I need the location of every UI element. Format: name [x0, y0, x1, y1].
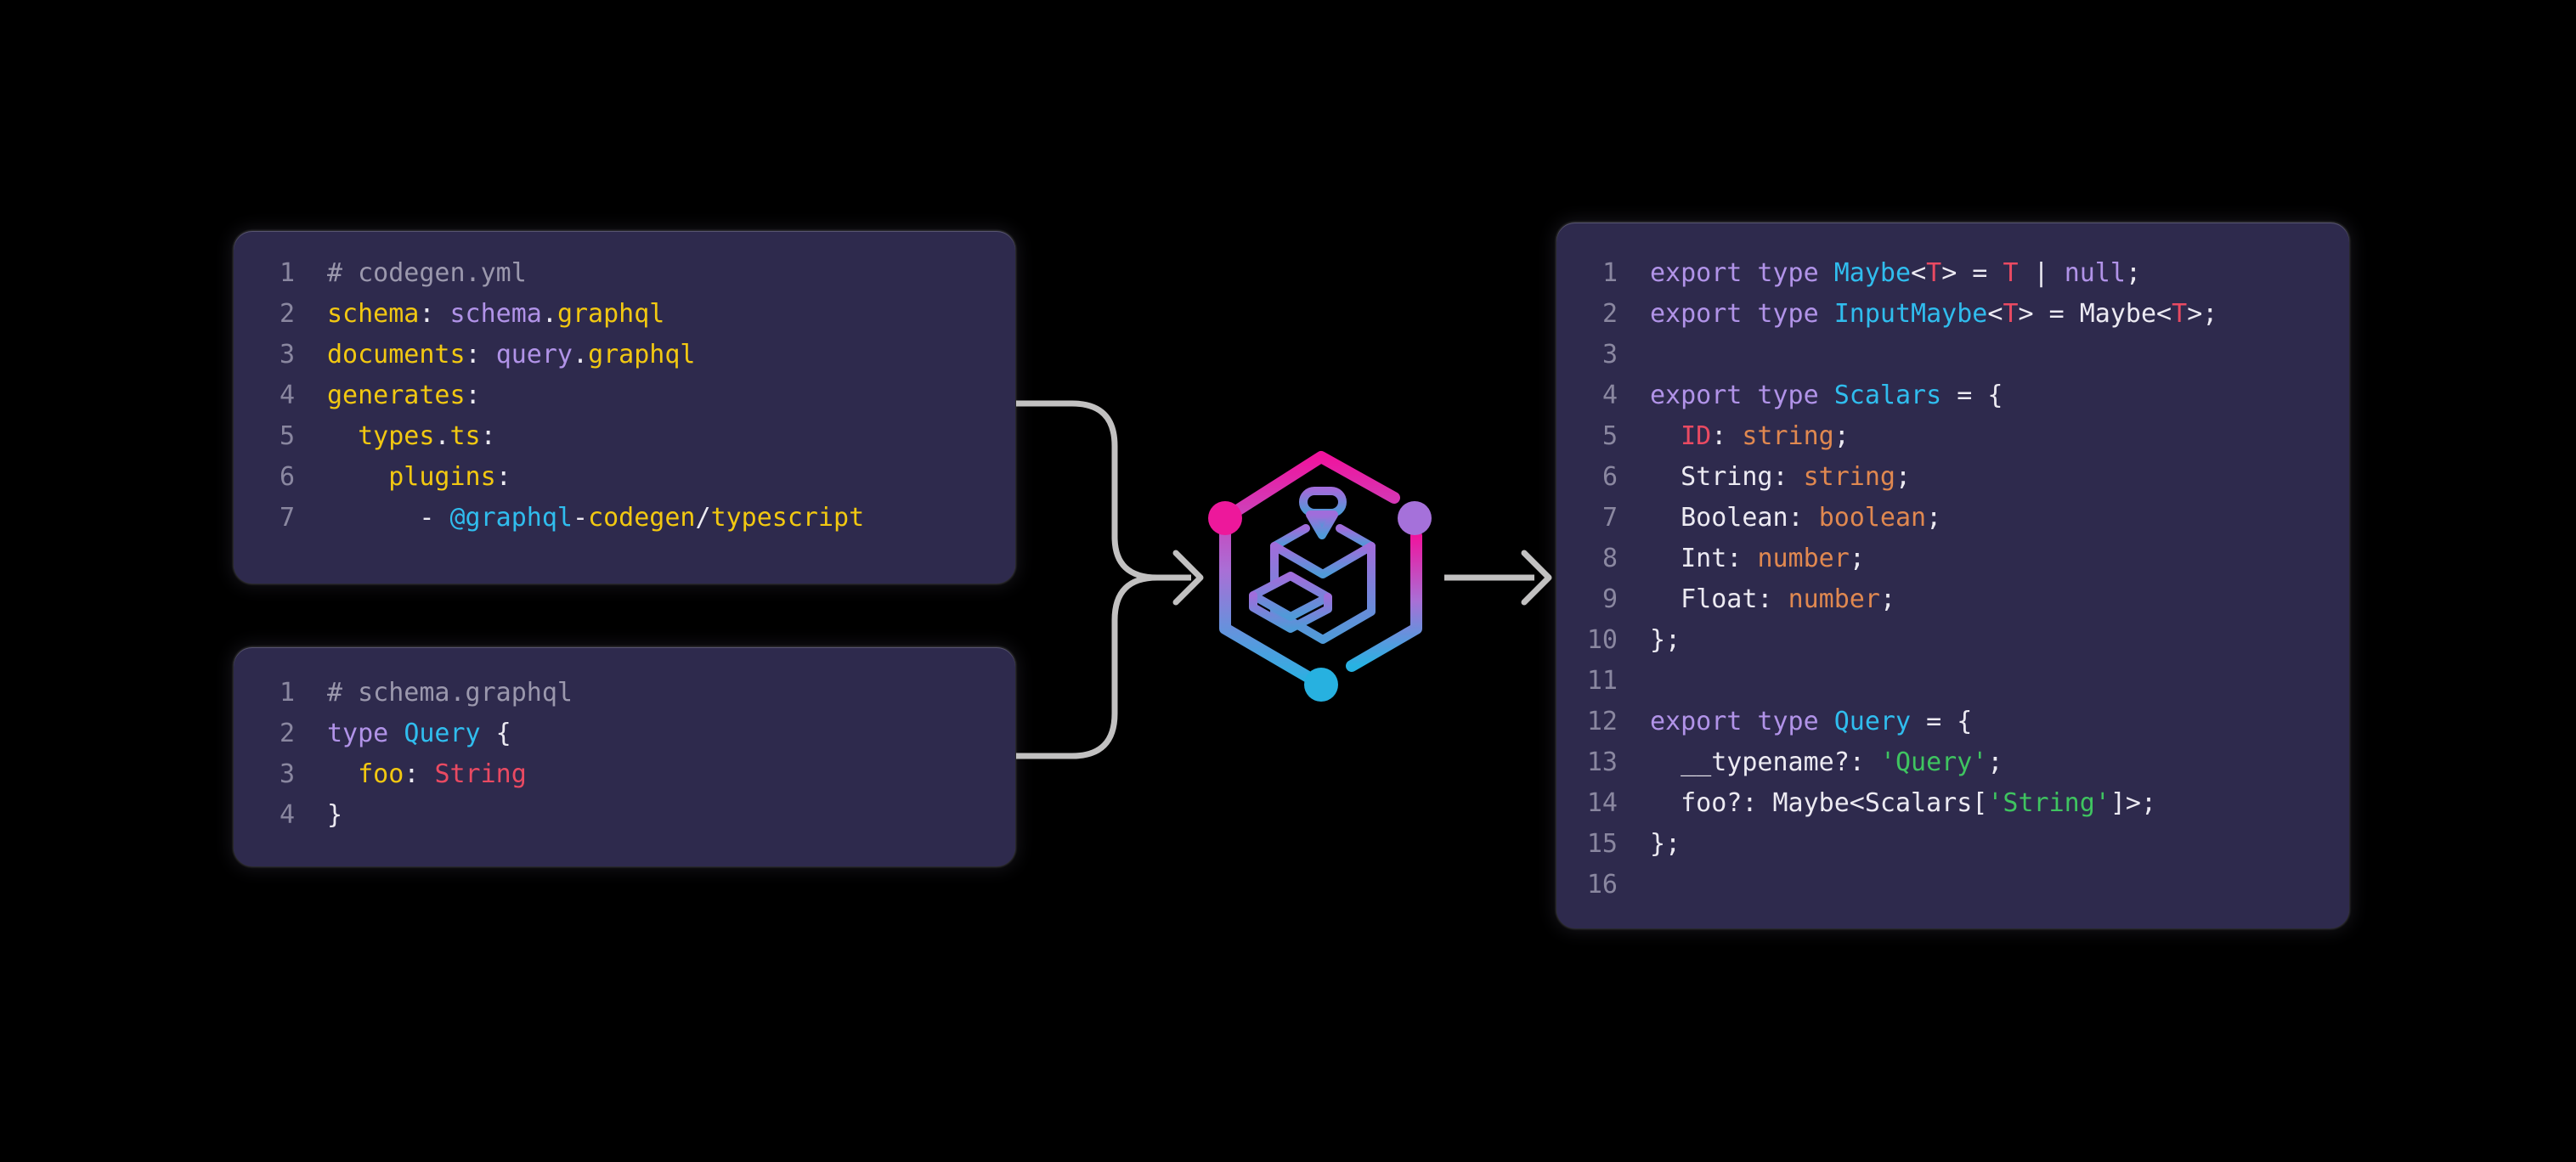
arrowhead-into-logo-icon [1172, 550, 1204, 606]
code-line: 6 String: string; [1567, 457, 2349, 498]
code-text: export type Query = { [1650, 707, 1973, 736]
code-text: }; [1650, 829, 1681, 859]
code-line: 8 Int: number; [1567, 539, 2349, 579]
code-text: Int: number; [1650, 544, 1865, 573]
code-text: foo?: Maybe<Scalars['String']>; [1650, 788, 2157, 818]
code-line: 16 [1567, 865, 2349, 905]
code-text: schema: schema.graphql [327, 299, 665, 329]
code-text: Float: number; [1650, 584, 1895, 614]
code-line: 11 [1567, 661, 2349, 702]
generated-typescript-card: 1 export type Maybe<T> = T | null; 2 export… [1556, 223, 2349, 928]
code-text: generates: [327, 381, 481, 410]
code-line: 5 ID: string; [1567, 416, 2349, 457]
line-number: 12 [1586, 707, 1618, 736]
arrowhead-into-output-icon [1521, 550, 1552, 606]
code-text: type Query { [327, 719, 511, 748]
line-number: 3 [1602, 340, 1618, 369]
line-number: 8 [1602, 544, 1618, 573]
code-line: 1 # codegen.yml [244, 253, 1015, 294]
code-line: 4} [244, 795, 1015, 836]
line-number: 3 [279, 759, 295, 789]
line-number: 10 [1586, 625, 1618, 655]
line-number: 7 [279, 503, 295, 533]
code-text: - @graphql-codegen/typescript [327, 503, 865, 533]
line-number: 7 [1602, 503, 1618, 533]
codegen-yml-code: 1 # codegen.yml 2 schema: schema.graphql 3 do… [234, 231, 1015, 539]
schema-graphql-card: 1 # schema.graphql 2 type Query { 3 foo: Str… [234, 647, 1015, 866]
codegen-yml-card: 1 # codegen.yml 2 schema: schema.graphql 3 do… [234, 231, 1015, 584]
line-number: 11 [1586, 666, 1618, 696]
logo-dot-pink [1208, 501, 1242, 535]
line-number: 4 [279, 800, 295, 830]
code-text: types.ts: [358, 421, 496, 451]
code-text: Boolean: boolean; [1650, 503, 1942, 533]
code-text: __typename?: 'Query'; [1650, 747, 2003, 777]
line-number: 6 [279, 462, 295, 492]
code-line: 7 - @graphql-codegen/typescript [244, 498, 1015, 539]
code-text: ID: string; [1681, 421, 1850, 451]
line-number: 4 [1602, 381, 1618, 410]
code-line: 3 documents: query.graphql [244, 335, 1015, 375]
code-text: # schema.graphql [327, 678, 573, 708]
package-cube-icon [1249, 487, 1376, 644]
code-line: 10}; [1567, 620, 2349, 661]
code-line: 2 type Query { [244, 714, 1015, 754]
code-text: export type Scalars = { [1650, 381, 2003, 410]
line-number: 2 [1602, 299, 1618, 329]
code-line: 5 types.ts: [244, 416, 1015, 457]
line-number: 1 [279, 678, 295, 708]
connector-top [1016, 400, 1191, 581]
code-line: 2 schema: schema.graphql [244, 294, 1015, 335]
line-number: 3 [279, 340, 295, 369]
code-text: }; [1650, 625, 1681, 655]
connector-bottom [1016, 574, 1158, 759]
code-text: # codegen.yml [327, 258, 527, 288]
line-number: 1 [1602, 258, 1618, 288]
code-line: 4 export type Scalars = { [1567, 375, 2349, 416]
graphql-codegen-logo-icon [1208, 451, 1432, 702]
generated-typescript-code: 1 export type Maybe<T> = T | null; 2 export… [1556, 223, 2349, 905]
flow-arrows [1016, 400, 1552, 759]
code-line: 6 plugins: [244, 457, 1015, 498]
line-number: 2 [279, 719, 295, 748]
code-text: export type Maybe<T> = T | null; [1650, 258, 2141, 288]
line-number: 5 [279, 421, 295, 451]
code-text: String: string; [1650, 462, 1912, 492]
code-line: 15}; [1567, 824, 2349, 865]
line-number: 1 [279, 258, 295, 288]
line-number: 2 [279, 299, 295, 329]
line-number: 4 [279, 381, 295, 410]
code-line: 3 foo: String [244, 754, 1015, 795]
code-line: 13 __typename?: 'Query'; [1567, 742, 2349, 783]
schema-graphql-code: 1 # schema.graphql 2 type Query { 3 foo: Str… [234, 647, 1015, 836]
code-text: foo: String [358, 759, 527, 789]
code-text: plugins: [388, 462, 511, 492]
code-line: 4 generates: [244, 375, 1015, 416]
line-number: 16 [1586, 870, 1618, 900]
line-number: 13 [1586, 747, 1618, 777]
code-line: 14 foo?: Maybe<Scalars['String']>; [1567, 783, 2349, 824]
code-line: 1 export type Maybe<T> = T | null; [1567, 253, 2349, 294]
logo-dot-cyan [1304, 668, 1338, 702]
code-line: 2 export type InputMaybe<T> = Maybe<T>; [1567, 294, 2349, 335]
line-number: 14 [1586, 788, 1618, 818]
code-text: } [327, 800, 343, 830]
line-number: 9 [1602, 584, 1618, 614]
line-number: 15 [1586, 829, 1618, 859]
code-text: export type InputMaybe<T> = Maybe<T>; [1650, 299, 2218, 329]
code-line: 7 Boolean: boolean; [1567, 498, 2349, 539]
line-number: 6 [1602, 462, 1618, 492]
logo-dot-purple [1398, 501, 1432, 535]
code-line: 1 # schema.graphql [244, 673, 1015, 714]
code-line: 3 [1567, 335, 2349, 375]
code-line: 12 export type Query = { [1567, 702, 2349, 742]
code-text: documents: query.graphql [327, 340, 696, 369]
line-number: 5 [1602, 421, 1618, 451]
code-line: 9 Float: number; [1567, 579, 2349, 620]
